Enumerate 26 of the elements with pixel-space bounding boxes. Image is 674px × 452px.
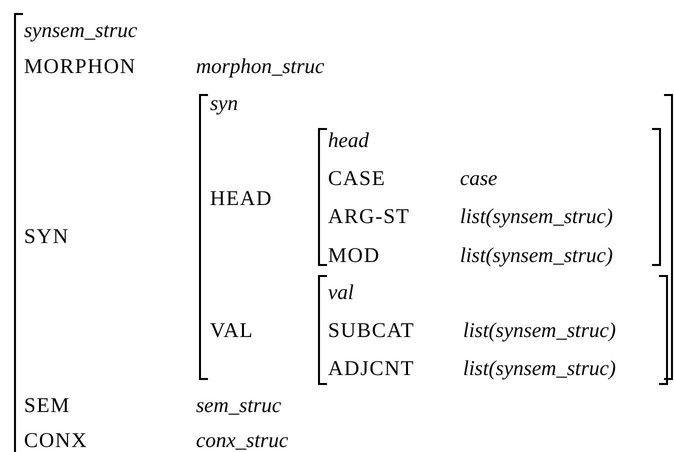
type-label: list(synsem_struc) bbox=[460, 205, 613, 227]
feature-name: SEM bbox=[24, 394, 70, 416]
feature-name: VAL bbox=[210, 319, 254, 341]
feature-name: MOD bbox=[328, 244, 380, 266]
feature-name: SUBCAT bbox=[328, 319, 415, 341]
type-label: list(synsem_struc) bbox=[463, 319, 616, 341]
attribute-value-matrix bbox=[318, 275, 668, 385]
attribute-value-matrix bbox=[14, 13, 674, 452]
feature-name: SYN bbox=[24, 225, 70, 247]
feature-name: HEAD bbox=[210, 187, 272, 209]
type-label: synsem_struc bbox=[24, 19, 138, 41]
attribute-value-matrix bbox=[318, 128, 661, 266]
feature-name: ADJCNT bbox=[328, 357, 415, 379]
type-label: list(synsem_struc) bbox=[460, 244, 613, 266]
feature-name: CONX bbox=[24, 429, 88, 451]
type-label: conx_struc bbox=[196, 429, 288, 451]
type-label: sem_struc bbox=[196, 394, 282, 416]
type-label: head bbox=[328, 129, 369, 151]
type-label: morphon_struc bbox=[196, 55, 324, 77]
type-label: list(synsem_struc) bbox=[463, 357, 616, 379]
feature-name: MORPHON bbox=[24, 55, 136, 77]
feature-name: CASE bbox=[328, 167, 386, 189]
type-label: val bbox=[328, 281, 354, 303]
type-label: case bbox=[460, 167, 498, 189]
type-label: syn bbox=[210, 92, 238, 114]
feature-name: ARG-ST bbox=[328, 205, 410, 227]
